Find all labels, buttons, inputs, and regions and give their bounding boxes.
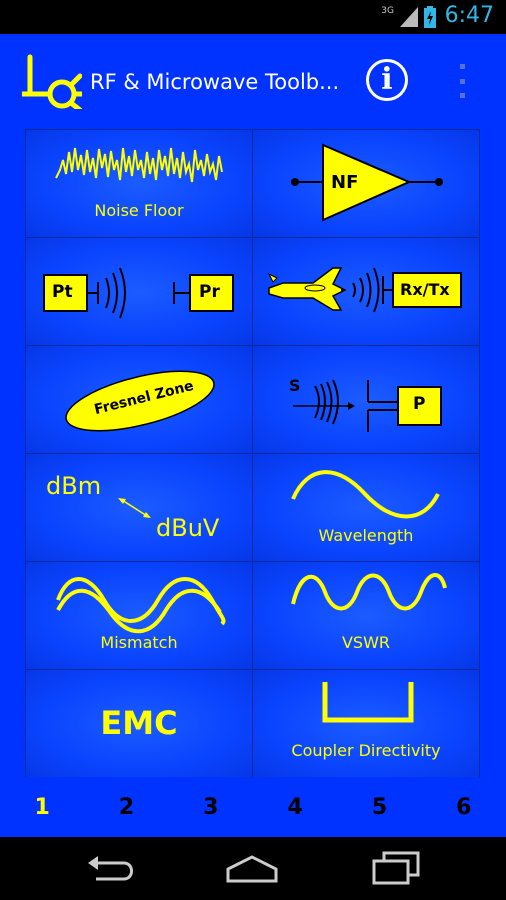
page-4[interactable]: 4 (287, 795, 303, 820)
battery-icon (424, 6, 436, 28)
tile-wavelength[interactable]: Wavelength (253, 454, 479, 561)
app-bar: RF & Microwave Toolb... i (0, 34, 506, 129)
info-button[interactable]: i (366, 59, 408, 101)
tile-noise-floor[interactable]: Noise Floor (26, 130, 252, 237)
tile-field-strength[interactable]: S P (253, 346, 479, 453)
page-5[interactable]: 5 (371, 795, 388, 820)
double-arrow-icon (118, 498, 151, 518)
noise-waveform-icon (55, 147, 223, 183)
p-label: P (413, 394, 426, 414)
pt-label: Pt (52, 282, 73, 302)
pr-label: Pr (199, 282, 220, 302)
field-strength-icon (293, 379, 442, 432)
dbm-label: dBm (46, 472, 102, 500)
back-icon[interactable] (82, 849, 142, 889)
coupler-icon (322, 682, 414, 723)
network-type: 3G (381, 6, 394, 16)
tile-label: Mismatch (100, 633, 178, 652)
tile-label: Wavelength (318, 526, 414, 545)
tile-noise-figure[interactable]: NF (253, 130, 479, 237)
page-2[interactable]: 2 (118, 795, 135, 820)
s-label: S (289, 376, 301, 395)
page-indicator: 1 2 3 4 5 6 (0, 779, 506, 837)
status-time: 6:47 (444, 3, 494, 28)
fresnel-ellipse-icon (65, 370, 215, 432)
dbuv-label: dBuV (156, 514, 220, 542)
aircraft-radar-icon (267, 267, 462, 313)
overflow-menu-icon[interactable] (455, 64, 469, 98)
status-bar: 3G 6:47 (0, 0, 506, 34)
navigation-bar (0, 837, 506, 900)
app-title: RF & Microwave Toolb... (90, 70, 340, 94)
page-6[interactable]: 6 (456, 795, 472, 820)
page-3[interactable]: 3 (203, 795, 219, 820)
page-1[interactable]: 1 (34, 795, 50, 820)
tile-radar[interactable]: Rx/Tx (253, 238, 479, 345)
vswr-wave-icon (291, 573, 447, 611)
sine-wave-icon (291, 470, 440, 519)
rxtx-label: Rx/Tx (400, 280, 450, 299)
tile-label: VSWR (341, 633, 391, 652)
tile-fresnel-zone[interactable]: Fresnel Zone (26, 346, 252, 453)
tile-coupler-directivity[interactable]: Coupler Directivity (253, 670, 479, 777)
info-icon: i (381, 62, 393, 97)
home-icon[interactable] (222, 849, 282, 889)
signal-icon (400, 7, 418, 27)
tile-dbm-dbuv[interactable]: dBm dBuV (26, 454, 252, 561)
mismatch-waves-icon (56, 577, 226, 634)
status-icons: 3G (381, 6, 436, 28)
recent-apps-icon[interactable] (366, 849, 426, 889)
tile-label: Coupler Directivity (291, 741, 441, 760)
amplifier-icon (291, 143, 443, 222)
emc-label: EMC (100, 704, 178, 742)
tool-grid-area: Noise Floor NF (0, 129, 506, 779)
tile-vswr[interactable]: VSWR (253, 562, 479, 669)
app-logo-icon[interactable] (22, 54, 82, 109)
tile-label: Noise Floor (94, 201, 184, 220)
tile-path-loss[interactable]: Pt Pr (26, 238, 252, 345)
tile-mismatch[interactable]: Mismatch (26, 562, 252, 669)
path-loss-icon (43, 267, 234, 319)
tile-emc[interactable]: EMC (26, 670, 252, 777)
amplifier-label: NF (331, 172, 359, 193)
tool-grid: Noise Floor NF (25, 129, 480, 777)
